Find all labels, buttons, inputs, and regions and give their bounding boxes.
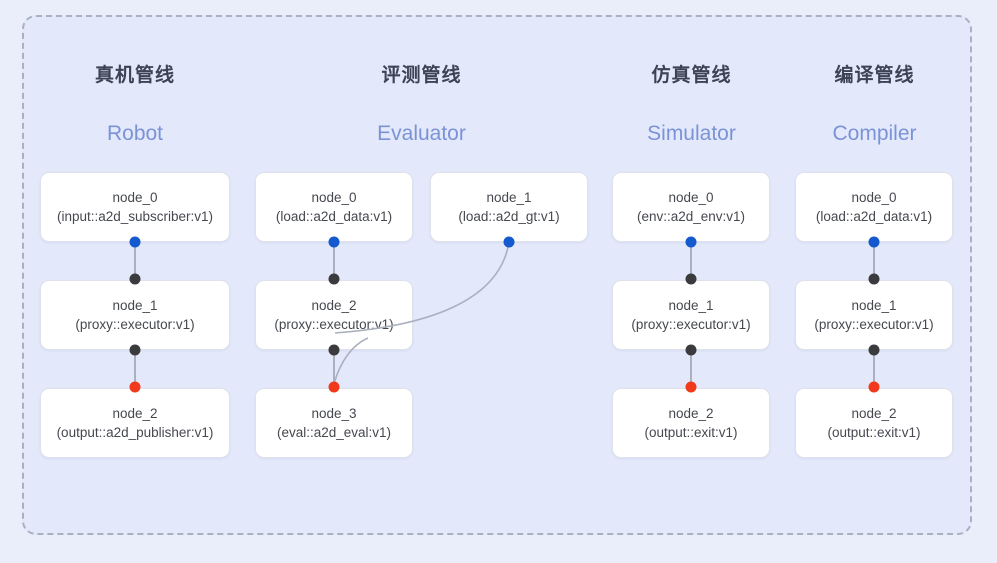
port-input-simulator-2[interactable] xyxy=(685,381,697,393)
node-id: node_0 xyxy=(851,190,897,205)
node-type: (output::a2d_publisher:v1) xyxy=(56,425,214,440)
node-id: node_2 xyxy=(112,406,158,421)
column-subtitle-simulator: Simulator xyxy=(647,122,736,145)
node-evaluator-3[interactable]: node_3 (eval::a2d_eval:v1) xyxy=(255,388,413,458)
node-evaluator-1[interactable]: node_1 (load::a2d_gt:v1) xyxy=(430,172,588,242)
node-type: (load::a2d_gt:v1) xyxy=(458,209,560,224)
node-type: (proxy::executor:v1) xyxy=(814,317,934,332)
node-evaluator-2[interactable]: node_2 (proxy::executor:v1) xyxy=(255,280,413,350)
edge-sim-0-1 xyxy=(690,241,692,279)
edge-robot-0-1 xyxy=(134,241,136,279)
node-robot-1[interactable]: node_1 (proxy::executor:v1) xyxy=(40,280,230,350)
column-subtitle-compiler: Compiler xyxy=(832,122,917,145)
node-compiler-0[interactable]: node_0 (load::a2d_data:v1) xyxy=(795,172,953,242)
node-id: node_0 xyxy=(112,190,158,205)
node-id: node_2 xyxy=(851,406,897,421)
node-id: node_0 xyxy=(668,190,714,205)
node-type: (proxy::executor:v1) xyxy=(75,317,195,332)
port-output-compiler-1[interactable] xyxy=(868,344,880,356)
port-input-robot-1[interactable] xyxy=(129,273,141,285)
node-robot-2[interactable]: node_2 (output::a2d_publisher:v1) xyxy=(40,388,230,458)
node-type: (load::a2d_data:v1) xyxy=(275,209,393,224)
node-type: (proxy::executor:v1) xyxy=(274,317,394,332)
node-robot-0[interactable]: node_0 (input::a2d_subscriber:v1) xyxy=(40,172,230,242)
port-output-robot-1[interactable] xyxy=(129,344,141,356)
node-simulator-1[interactable]: node_1 (proxy::executor:v1) xyxy=(612,280,770,350)
port-output-evaluator-2[interactable] xyxy=(328,344,340,356)
port-output-evaluator-1[interactable] xyxy=(503,236,515,248)
node-type: (proxy::executor:v1) xyxy=(631,317,751,332)
edge-comp-1-2 xyxy=(873,349,875,387)
port-input-compiler-2[interactable] xyxy=(868,381,880,393)
port-output-robot-0[interactable] xyxy=(129,236,141,248)
node-simulator-2[interactable]: node_2 (output::exit:v1) xyxy=(612,388,770,458)
column-title-evaluator: 评测管线 xyxy=(381,65,462,86)
node-type: (input::a2d_subscriber:v1) xyxy=(56,209,214,224)
node-id: node_2 xyxy=(668,406,714,421)
node-compiler-1[interactable]: node_1 (proxy::executor:v1) xyxy=(795,280,953,350)
node-id: node_1 xyxy=(486,190,532,205)
node-type: (load::a2d_data:v1) xyxy=(815,209,933,224)
edge-eval-0-2 xyxy=(333,241,335,279)
port-output-simulator-1[interactable] xyxy=(685,344,697,356)
column-subtitle-evaluator: Evaluator xyxy=(377,122,466,145)
column-title-robot: 真机管线 xyxy=(94,65,175,86)
column-subtitle-robot: Robot xyxy=(106,122,164,145)
port-output-simulator-0[interactable] xyxy=(685,236,697,248)
node-id: node_2 xyxy=(311,298,357,313)
node-id: node_0 xyxy=(311,190,357,205)
port-input-evaluator-2[interactable] xyxy=(328,273,340,285)
node-type: (env::a2d_env:v1) xyxy=(636,209,746,224)
node-evaluator-0[interactable]: node_0 (load::a2d_data:v1) xyxy=(255,172,413,242)
edge-robot-1-2 xyxy=(134,349,136,387)
port-input-simulator-1[interactable] xyxy=(685,273,697,285)
edge-comp-0-1 xyxy=(873,241,875,279)
port-output-evaluator-0[interactable] xyxy=(328,236,340,248)
node-type: (eval::a2d_eval:v1) xyxy=(276,425,392,440)
column-title-simulator: 仿真管线 xyxy=(651,65,732,86)
node-type: (output::exit:v1) xyxy=(827,425,921,440)
node-simulator-0[interactable]: node_0 (env::a2d_env:v1) xyxy=(612,172,770,242)
node-id: node_3 xyxy=(311,406,357,421)
node-type: (output::exit:v1) xyxy=(644,425,738,440)
port-input-robot-2[interactable] xyxy=(129,381,141,393)
port-output-compiler-0[interactable] xyxy=(868,236,880,248)
node-id: node_1 xyxy=(668,298,714,313)
port-input-compiler-1[interactable] xyxy=(868,273,880,285)
column-title-compiler: 编译管线 xyxy=(834,65,915,86)
node-compiler-2[interactable]: node_2 (output::exit:v1) xyxy=(795,388,953,458)
node-id: node_1 xyxy=(112,298,158,313)
edge-sim-1-2 xyxy=(690,349,692,387)
port-input-evaluator-3[interactable] xyxy=(328,381,340,393)
node-id: node_1 xyxy=(851,298,897,313)
